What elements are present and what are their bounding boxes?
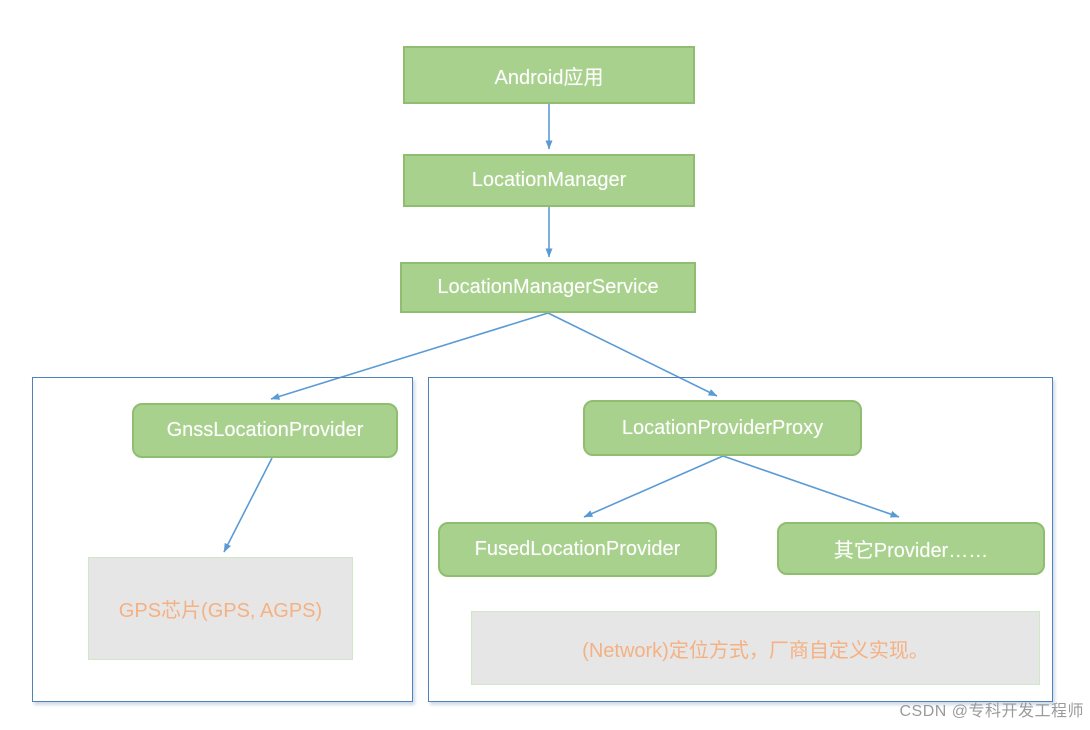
node-gps-chip: GPS芯片(GPS, AGPS) bbox=[88, 557, 353, 660]
proxy-branch-container bbox=[428, 377, 1053, 702]
node-fused-location-provider: FusedLocationProvider bbox=[438, 522, 717, 577]
node-gnss-location-provider: GnssLocationProvider bbox=[132, 403, 398, 458]
csdn-watermark: CSDN @专科开发工程师 bbox=[899, 703, 1084, 720]
node-location-manager-service: LocationManagerService bbox=[400, 262, 696, 313]
node-other-provider: 其它Provider…… bbox=[777, 522, 1045, 575]
gnss-branch-container bbox=[32, 377, 413, 702]
node-location-manager: LocationManager bbox=[403, 154, 695, 207]
node-location-provider-proxy: LocationProviderProxy bbox=[583, 400, 862, 456]
node-network-impl-note: (Network)定位方式，厂商自定义实现。 bbox=[471, 611, 1040, 685]
node-android-app: Android应用 bbox=[403, 46, 695, 104]
